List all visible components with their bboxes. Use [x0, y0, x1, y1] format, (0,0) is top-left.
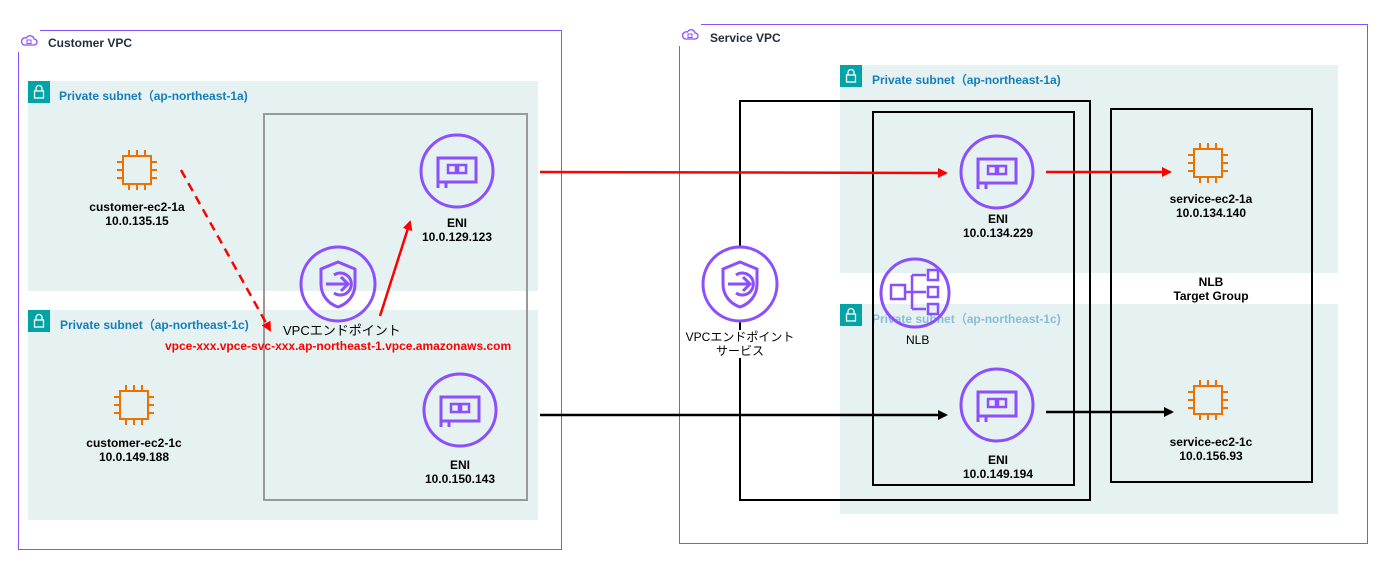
service-vpc-title: Service VPC	[710, 31, 781, 45]
customer-ec2-1c-ip: 10.0.149.188	[98, 450, 170, 464]
arrow-eni-to-nlb-eni-a	[539, 167, 948, 178]
customer-ec2-1a-label: customer-ec2-1a 10.0.135.15	[87, 200, 187, 228]
customer-subnet-c-title: Private subnet（ap-northeast-1c)	[60, 318, 249, 332]
subnet-a-lock-icon	[840, 65, 862, 87]
customer-ec2-1c-label: customer-ec2-1c 10.0.149.188	[84, 436, 184, 464]
service-eni-c-label: ENI 10.0.149.194	[948, 453, 1048, 481]
ec2-instance-icon	[1188, 143, 1228, 183]
vpc-endpoint-service-label: VPCエンドポイント サービス	[680, 330, 800, 358]
service-eni-a-label: ENI 10.0.134.229	[948, 212, 1048, 240]
eni-icon	[419, 133, 495, 209]
ec2-instance-icon	[114, 385, 154, 425]
vpc-cloud-icon	[18, 30, 40, 52]
eni-icon	[959, 367, 1035, 443]
customer-ec2-1c-name: customer-ec2-1c	[86, 436, 182, 450]
vpc-endpoint-service-icon	[701, 245, 779, 323]
nlb-icon	[879, 257, 951, 329]
nlb-group	[872, 111, 1075, 486]
target-group-line1: NLB	[1198, 275, 1224, 289]
ec2-instance-icon	[1188, 380, 1228, 420]
service-eni-a-ip: 10.0.134.229	[962, 226, 1034, 240]
vpc-endpoint-dns: vpce-xxx.vpce-svc-xxx.ap-northeast-1.vpc…	[165, 339, 512, 353]
ec2-instance-icon	[117, 150, 157, 190]
service-ec2-1a-name: service-ec2-1a	[1169, 192, 1253, 206]
service-vpc	[679, 24, 1368, 544]
customer-subnet-a-title: Private subnet（ap-northeast-1a)	[59, 89, 248, 103]
vpc-endpoint-group	[263, 113, 528, 501]
service-ec2-1a-label: service-ec2-1a 10.0.134.140	[1161, 192, 1261, 220]
subnet-a-lock-icon	[28, 81, 50, 103]
customer-eni-c-label: ENI 10.0.150.143	[410, 458, 510, 486]
subnet-c-lock-icon	[840, 304, 862, 326]
eni-icon	[422, 372, 498, 448]
customer-eni-a-ip: 10.0.129.123	[421, 230, 493, 244]
service-subnet-a-title: Private subnet（ap-northeast-1a)	[872, 73, 1061, 87]
service-eni-c-ip: 10.0.149.194	[962, 467, 1034, 481]
customer-ec2-1a-ip: 10.0.135.15	[105, 214, 169, 228]
vpc-endpoint-label: VPCエンドポイント	[283, 323, 401, 338]
service-eni-c-name: ENI	[987, 453, 1008, 467]
vpc-cloud-icon	[679, 24, 701, 46]
service-ec2-1c-label: service-ec2-1c 10.0.156.93	[1161, 435, 1261, 463]
customer-subnet-a	[28, 81, 538, 291]
target-group-box	[1110, 108, 1313, 483]
vpc-endpoint-service-line1: VPCエンドポイント	[685, 330, 795, 344]
customer-subnet-c	[28, 310, 538, 520]
eni-icon	[959, 134, 1035, 210]
service-subnet-c-title: Private subnet（ap-northeast-1c)	[872, 312, 1061, 326]
subnet-c-lock-icon	[28, 310, 50, 332]
arrow-ec2-to-endpoint	[179, 169, 272, 332]
service-ec2-1c-ip: 10.0.156.93	[1179, 449, 1243, 463]
customer-ec2-1a-name: customer-ec2-1a	[89, 200, 185, 214]
target-group-line2: Target Group	[1173, 289, 1249, 303]
service-ec2-1a-ip: 10.0.134.140	[1175, 206, 1247, 220]
target-group-label: NLB Target Group	[1161, 275, 1261, 303]
customer-eni-a-label: ENI 10.0.129.123	[407, 216, 507, 244]
service-ec2-1c-name: service-ec2-1c	[1169, 435, 1253, 449]
vpc-endpoint-icon	[299, 245, 377, 323]
customer-eni-c-ip: 10.0.150.143	[424, 472, 496, 486]
customer-vpc-title: Customer VPC	[48, 36, 133, 50]
nlb-label: NLB	[906, 333, 930, 347]
vpc-endpoint-service-line2: サービス	[715, 344, 764, 358]
customer-eni-c-name: ENI	[449, 458, 470, 472]
service-eni-a-name: ENI	[987, 212, 1008, 226]
customer-vpc	[18, 30, 562, 550]
arrow-endpoint-to-eni	[378, 220, 413, 317]
customer-eni-a-name: ENI	[446, 216, 467, 230]
